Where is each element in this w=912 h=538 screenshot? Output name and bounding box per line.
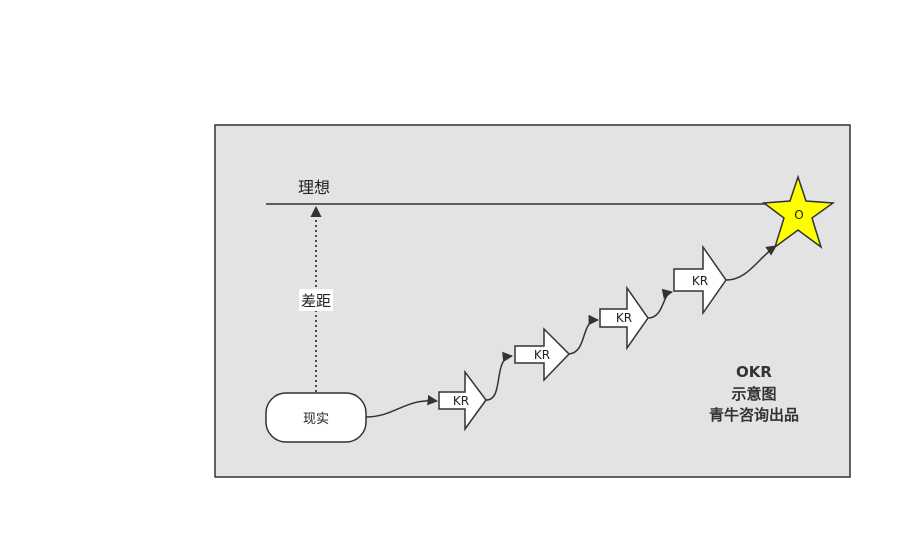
gap-label-background [299, 289, 333, 311]
kr-arrow-2: KR [514, 327, 571, 382]
objective-star: O [761, 174, 836, 249]
caption-credit: 青牛咨询出品 [709, 406, 799, 424]
objective-label: O [794, 208, 803, 222]
caption-subtitle: 示意图 [731, 385, 776, 403]
kr-arrow-3: KR [599, 285, 649, 351]
connector-kr4-to-objective [725, 245, 777, 281]
reality-label: 现实 [303, 412, 329, 427]
connector-kr1-to-kr2 [485, 351, 514, 401]
star-icon [761, 174, 836, 249]
ideal-label: 理想 [298, 178, 330, 197]
connector-kr2-to-kr3 [568, 314, 600, 355]
kr-arrow-4: KR [673, 244, 727, 316]
gap-label: 差距 [301, 292, 331, 310]
kr-label: KR [453, 394, 469, 408]
connector-reality-to-kr1 [365, 394, 439, 418]
kr-arrow-1: KR [438, 369, 487, 432]
kr-label: KR [692, 274, 708, 288]
kr-label: KR [534, 348, 550, 362]
connector-kr3-to-kr4 [647, 288, 674, 319]
caption-title: OKR [736, 363, 772, 381]
kr-label: KR [616, 311, 632, 325]
